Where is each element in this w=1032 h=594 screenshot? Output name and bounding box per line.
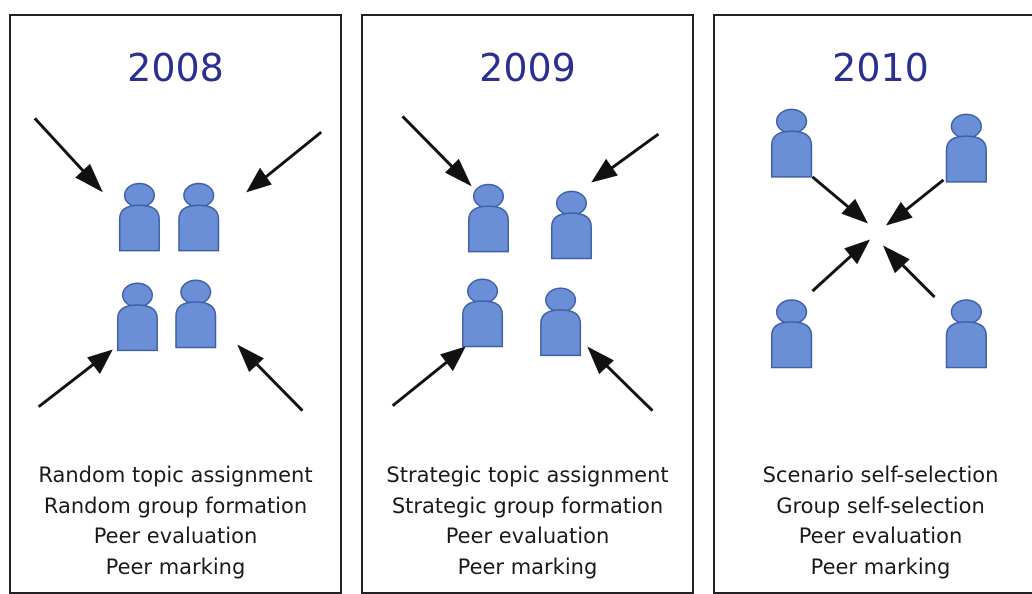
description-line: Random group formation [43, 493, 308, 518]
arrow-icon [885, 178, 945, 226]
description-list: Scenario self-selection Group self-selec… [715, 460, 1032, 582]
year-title: 2010 [832, 46, 929, 90]
person-icon [175, 279, 217, 349]
description-line: Random topic assignment [38, 463, 313, 487]
person-icon [118, 182, 160, 252]
description-line: Strategic group formation [391, 493, 664, 518]
arrow-icon [587, 346, 654, 412]
description-line: Strategic topic assignment [386, 463, 669, 487]
year-title: 2008 [127, 46, 224, 90]
panel-2009: 2009 Strategic topic assignment Strategi… [361, 14, 694, 594]
arrow-icon [811, 239, 871, 293]
description-line: Scenario self-selection [762, 463, 999, 487]
group-formation-diagram [391, 115, 660, 412]
description-line: Peer marking [810, 554, 951, 579]
description-list: Strategic topic assignment Strategic gro… [363, 460, 692, 582]
person-icon [116, 282, 158, 352]
arrow-icon [811, 175, 869, 224]
group-formation-diagram [33, 117, 323, 412]
arrow-icon [882, 245, 936, 299]
person-icon [945, 299, 987, 369]
person-icon [467, 183, 509, 253]
year-title: 2009 [479, 46, 576, 90]
description-list: Random topic assignment Random group for… [11, 460, 340, 582]
person-icon [945, 113, 987, 183]
person-icon [770, 108, 813, 178]
arrow-icon [237, 344, 304, 412]
person-icon [462, 278, 504, 348]
person-icon [540, 287, 582, 357]
arrow-icon [246, 130, 323, 193]
person-icon [550, 190, 592, 260]
description-line: Group self-selection [776, 493, 985, 518]
panel-2008: 2008 Random topic assignment Random grou… [9, 14, 342, 594]
group-formation-diagram [770, 108, 987, 369]
description-line: Peer marking [105, 554, 246, 579]
description-line: Peer marking [457, 554, 598, 579]
arrow-icon [37, 349, 113, 408]
description-line: Peer evaluation [93, 524, 258, 548]
arrow-icon [591, 132, 660, 183]
panel-2010: 2010 Scenario self-selection Group self-… [713, 14, 1032, 594]
arrow-icon [401, 115, 472, 187]
arrow-icon [33, 117, 103, 193]
description-line: Peer evaluation [445, 524, 610, 548]
description-line: Peer evaluation [798, 524, 963, 548]
person-icon [178, 182, 220, 252]
person-icon [770, 299, 813, 369]
arrow-icon [391, 346, 466, 407]
